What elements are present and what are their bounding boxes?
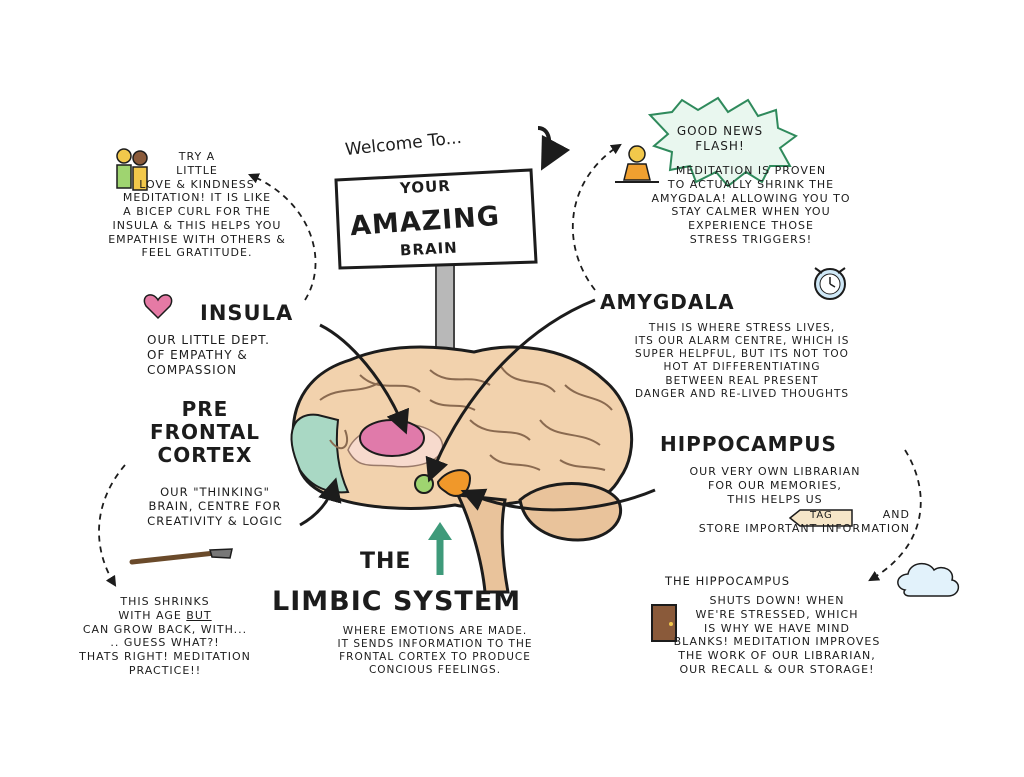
cloud-icon [897,562,960,597]
insula-title: INSULA [200,301,294,325]
amygdala-title: AMYGDALA [600,290,735,314]
brain-stem [455,493,510,594]
insula-description: Our little dept. of empathy & compassion [147,333,270,377]
arrow-prefrontal [299,477,342,527]
arrow-insula [319,323,410,435]
people-hugging-icon [116,148,148,191]
heart-icon [143,294,173,320]
brain-cerebellum [518,482,622,542]
limbic-up-arrow-icon [428,522,452,575]
stress-note-title: The Hippocampus [665,574,791,588]
meditating-person-icon [615,145,659,183]
door-icon [651,604,677,642]
insula-tip-text: Try a Little Love & Kindness Meditation!… [108,150,286,260]
news-flash-title: Good news FLASH! [676,124,764,153]
tag-icon [788,509,853,527]
brain-cerebrum [291,345,634,510]
limbic-the: THE [360,549,412,574]
limbic-description: Where emotions are made. It sends inform… [337,625,533,677]
news-flash-burst [647,96,798,188]
stress-note-text: shuts down! when we're stressed, which i… [673,594,881,676]
alarm-clock-icon [814,267,846,300]
dashed-arrow-insula-tip [248,173,317,301]
prefrontal-shrink-note: This shrinks with age BUT can grow back,… [79,595,251,677]
limbic-title: LIMBIC SYSTEM [272,586,522,617]
paintbrush-icon [129,548,233,565]
prefrontal-description: Our "Thinking" Brain, centre for creativ… [147,485,283,528]
but-emphasis: BUT [186,608,212,622]
brain-folds [319,364,613,471]
amygdala-description: This is where stress lives, its our alar… [634,322,850,400]
arrow-hippocampus [460,488,656,512]
sign-your: YOUR [399,176,452,198]
dashed-arrow-prefrontal-note [98,464,126,587]
hippocampus-description-b: and store important information [698,508,910,535]
insula-region [359,419,425,457]
dashed-arrow-amygdala-news [571,143,622,291]
arrow-amygdala [425,298,596,483]
sign-brain: BRAIN [399,238,459,260]
hippocampus-description-a: Our very own librarian for our memories,… [689,465,861,506]
news-flash-text: Meditation is proven to actually shrink … [651,164,851,246]
brain-illustration [290,345,634,594]
hippocampus-title: HIPPOCAMPUS [660,432,837,456]
sign-board [334,168,538,270]
welcome-arrow-icon [537,126,571,171]
dashed-arrow-hippocampus-note [868,449,922,582]
tag-label: TAG [810,510,833,521]
prefrontal-title: PRE FRONTAL CORTEX [149,397,261,467]
